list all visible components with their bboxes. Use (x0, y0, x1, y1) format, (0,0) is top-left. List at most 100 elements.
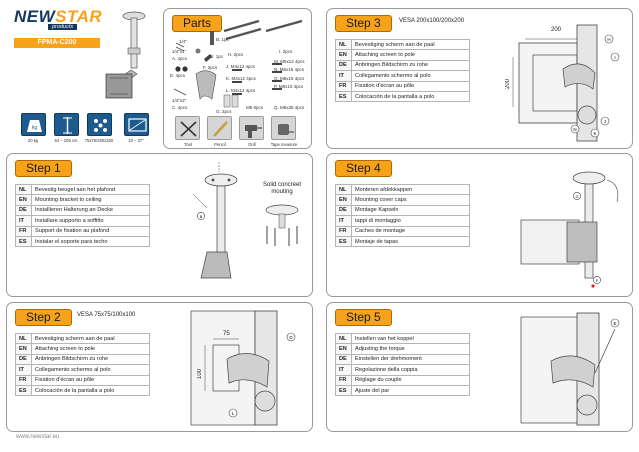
step5-title: Step 5 (335, 309, 392, 326)
tool-label-pencil: Pencil (214, 142, 226, 147)
screwdriver-icon (175, 116, 200, 140)
step2-dim-width: 75 (223, 331, 230, 337)
svg-text:N: N (573, 127, 576, 132)
part-label-a-bolt: 1/4" (179, 39, 187, 44)
part-label-i: I. 2pcs (279, 49, 293, 54)
screen-size-icon (124, 113, 149, 136)
svg-text:K: K (593, 131, 596, 136)
step2-illustration: D L (190, 310, 296, 426)
svg-text:E: E (613, 321, 616, 326)
part-label-m: M. M5x12 4pcs (274, 59, 305, 64)
part-label-b: B. 1pc (216, 37, 229, 42)
brand-name-main: NEW (14, 7, 56, 26)
step4-illustration: G F (520, 171, 619, 288)
step3-dim-height: 200 (505, 79, 511, 90)
step3-illustration: H I J N K (512, 24, 620, 142)
svg-text:H: H (607, 37, 610, 42)
tool-label-drill: Drill (248, 142, 256, 147)
part-label-g: G. 2pcs (216, 109, 232, 114)
step2-title: Step 2 (15, 309, 72, 326)
vesa-icon (87, 113, 112, 136)
part-label-f: F. 2pcs (203, 65, 218, 70)
parts-panel: Parts 1/4" 1/4"x1" A. 4pcs B. 1pc D. 1pc… (163, 8, 312, 149)
step5-illustration: E (520, 312, 620, 426)
drill-icon (239, 116, 264, 140)
part-label-a-nut: 1/4"x1" (172, 49, 187, 54)
tape-measure-icon (271, 116, 296, 140)
model-number: FPMA-C200 (14, 38, 100, 48)
step1-title: Step 1 (15, 160, 72, 177)
tool-label-tape: Tape measure (270, 142, 298, 147)
svg-text:J: J (604, 119, 606, 124)
svg-text:kg: kg (32, 125, 38, 131)
part-label-c-size: 1/4"x2" (172, 98, 187, 103)
part-label-h: H. 2pcs (228, 52, 244, 57)
parts-title: Parts (172, 15, 223, 32)
step1-illustration: B (192, 162, 238, 279)
part-label-r: M5 6pcs (246, 105, 264, 110)
brand-name-accent: STAR (55, 7, 103, 26)
brand-logo: NEWSTAR products (14, 7, 103, 30)
part-label-e: E. 4pcs (170, 73, 186, 78)
brand-subtitle: products (48, 24, 78, 30)
solid-concrete-label: Solid concreet mouting (262, 182, 302, 195)
spec-weight-value: 20 kg (27, 138, 39, 143)
step3-vesa: VESA 200x100/200x200 (399, 18, 465, 24)
weight-icon: kg (21, 113, 46, 136)
part-label-o: O. M6x16 4pcs (274, 76, 305, 81)
part-label-j: J. M4x12 4pcs (226, 64, 256, 69)
svg-text:D: D (289, 335, 293, 340)
part-label-k: K. M4x12 4pcs (226, 76, 256, 81)
height-range-icon (54, 113, 79, 136)
footer-url[interactable]: www.newstar.eu (16, 434, 60, 440)
step3-dim-width: 200 (551, 27, 562, 33)
svg-text:F: F (596, 278, 599, 283)
part-label-a: A. 4pcs (172, 56, 188, 61)
part-label-p: P. M6x10 4pcs (274, 84, 304, 89)
step4-title: Step 4 (335, 160, 392, 177)
spec-screen-value: 10 – 37" (128, 138, 144, 143)
step2-dim-height: 100 (197, 369, 203, 380)
tool-label-tool: Tool (184, 142, 192, 147)
concrete-mount-illustration (265, 204, 299, 246)
part-label-c: C. 4pcs (172, 105, 188, 110)
part-label-d: D. 1pc (210, 54, 224, 59)
parts-drawings (173, 19, 303, 108)
product-illustration (105, 11, 146, 99)
spec-height-value: 64 – 105 cm (54, 138, 78, 143)
part-label-l: L. M4x12 4pcs (226, 88, 256, 93)
